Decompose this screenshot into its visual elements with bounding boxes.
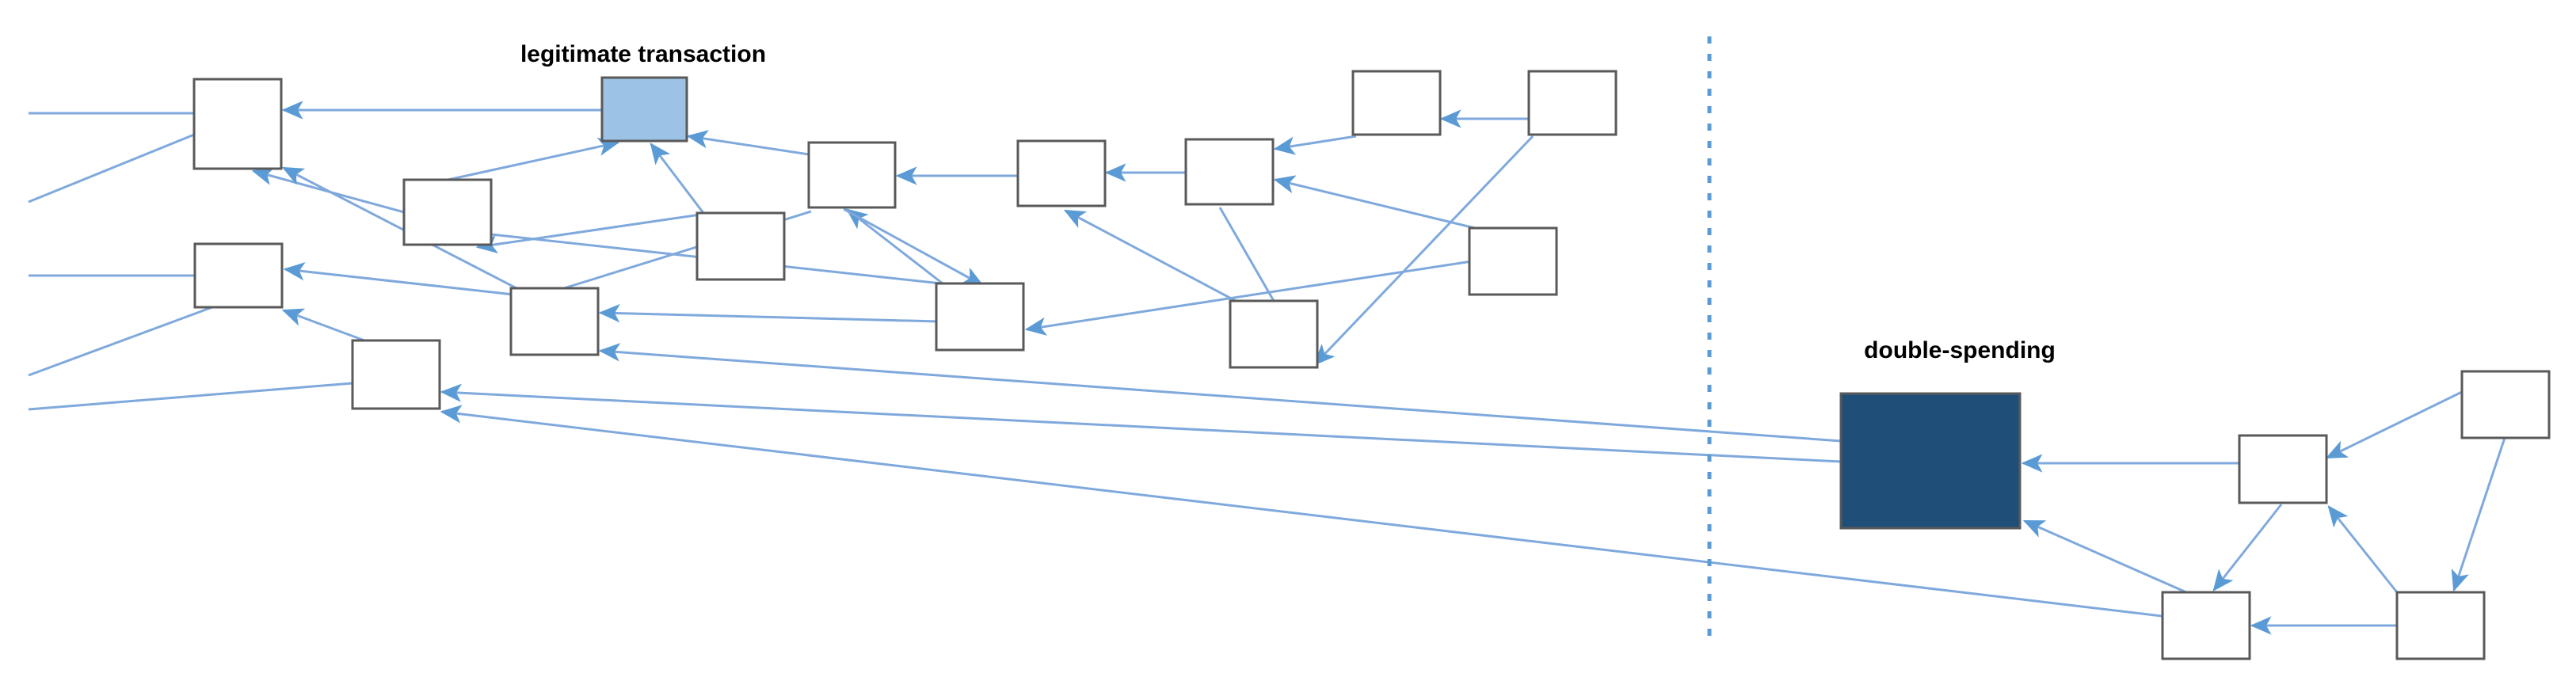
block-node-M5[interactable] (509, 287, 600, 356)
edge-R2-to-M8 (1313, 135, 1534, 366)
edge-M6-to-LT (650, 143, 705, 214)
edges-layer (28, 36, 2506, 641)
block-node-M1[interactable] (402, 178, 493, 246)
block-node-D4[interactable] (2395, 591, 2486, 660)
block-node-D2[interactable] (2460, 370, 2551, 439)
edge-R1-to-M4 (1273, 135, 1357, 155)
edge-M6-to-M1 (475, 211, 712, 254)
block-node-L3[interactable] (351, 339, 441, 410)
edge-D1-to-D3 (2212, 504, 2283, 591)
edge-M1-to-LT (436, 137, 620, 184)
edge-stub-left-2 (28, 131, 199, 203)
edge-M2-to-M7 (843, 207, 985, 287)
edge-R3-to-M4 (1273, 175, 1476, 230)
edge-D4-to-D1 (2327, 505, 2399, 593)
block-node-R1[interactable] (1351, 70, 1442, 136)
edge-R3-to-M7 (1024, 260, 1473, 336)
edge-long-2-to-L3 (440, 383, 1842, 463)
edge-D2-to-D1 (2325, 390, 2464, 459)
block-node-M4[interactable] (1184, 138, 1275, 206)
edge-M7-to-M1 (445, 222, 942, 285)
edge-M5-to-L1 (281, 166, 517, 290)
edge-M7-to-M5 (598, 303, 939, 323)
edge-M7-to-M2 (846, 208, 943, 285)
block-node-M3[interactable] (1016, 139, 1107, 207)
block-node-double-spending[interactable] (1839, 392, 2022, 530)
block-node-R2[interactable] (1527, 70, 1618, 136)
labels-layer: legitimate transaction double-spending (520, 41, 2056, 363)
block-node-D1[interactable] (2238, 434, 2328, 504)
edge-M5-to-L2 (283, 262, 514, 296)
edge-L3-to-L2 (281, 308, 365, 342)
edge-M4-to-M8 (1218, 207, 1275, 302)
edge-stub-left-4 (28, 303, 219, 377)
block-node-L1[interactable] (192, 78, 283, 170)
block-node-legitimate-transaction[interactable] (600, 76, 688, 143)
edge-D3-to-DS (2022, 519, 2187, 594)
edge-D2-to-D4 (2451, 437, 2506, 592)
legitimate-transaction-label: legitimate transaction (520, 41, 766, 67)
block-node-M6[interactable] (695, 211, 786, 281)
edge-long-3-to-L3 (440, 405, 2243, 627)
block-node-D3[interactable] (2161, 591, 2251, 660)
block-node-R3[interactable] (1468, 226, 1558, 296)
block-node-M7[interactable] (935, 282, 1025, 352)
edge-M8-to-M3 (1063, 209, 1237, 302)
nodes-layer (192, 70, 2551, 660)
block-node-M2[interactable] (807, 141, 897, 209)
edge-stub-left-5 (28, 382, 353, 411)
edge-M2-to-LT (686, 130, 810, 156)
edge-long-1-to-M5 (598, 343, 1842, 443)
block-node-L2[interactable] (193, 242, 284, 309)
double-spending-label: double-spending (1864, 337, 2056, 363)
block-node-M8[interactable] (1229, 299, 1319, 369)
